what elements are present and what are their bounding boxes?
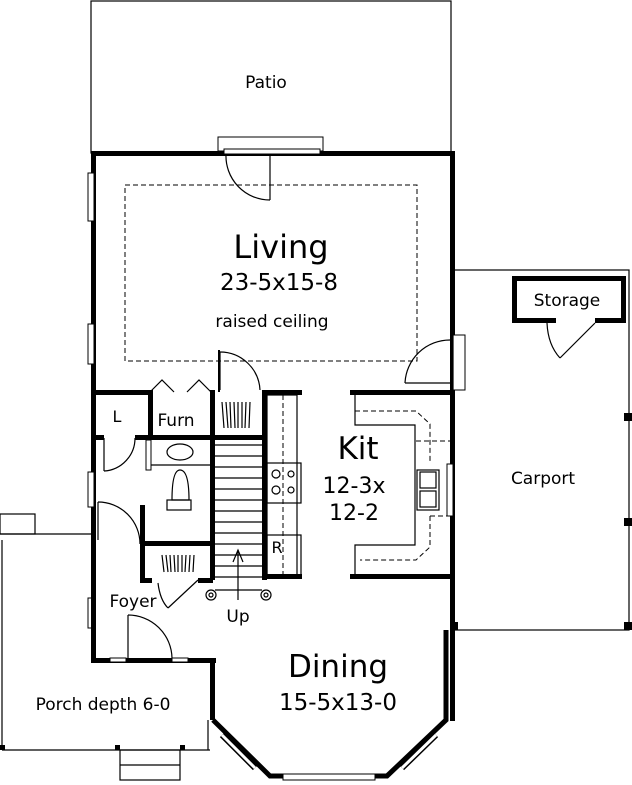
carport-door: [404, 334, 466, 391]
closet-door-lower: [157, 579, 199, 609]
dining-bay-walls: [211, 630, 449, 781]
refrigerator-label: R: [271, 538, 282, 557]
raised-ceiling-outline: [124, 184, 418, 362]
toilet-icon: [171, 469, 190, 501]
furnace-label: Furn: [157, 411, 194, 431]
kitchen-dimensions-2: 12-2: [329, 501, 379, 526]
living-label: Living: [233, 228, 328, 266]
hall-window: [87, 471, 95, 508]
refrigerator-icon: [266, 534, 302, 576]
carport-label: Carport: [511, 469, 575, 489]
storage-room: [512, 276, 626, 359]
living-window-2: [87, 323, 95, 365]
stair-hatch-top: [221, 401, 251, 429]
closet-bifold-doors: [149, 379, 212, 393]
kitchen-counters: [266, 394, 454, 576]
foyer-label: Foyer: [109, 592, 156, 612]
stairs-up-label: Up: [226, 607, 249, 627]
closet-hatch-bottom: [161, 554, 195, 573]
stair-door: [219, 351, 261, 391]
laundry-label: L: [113, 407, 122, 426]
sink-icon: [166, 443, 194, 461]
patio-label: Patio: [245, 73, 287, 93]
bath-door: [97, 501, 141, 545]
laundry-door: [103, 437, 136, 472]
dining-dimensions: 15-5x13-0: [279, 690, 397, 716]
porch-area: [0, 513, 210, 781]
storage-label: Storage: [534, 291, 601, 311]
porch-label: Porch depth 6-0: [36, 695, 171, 715]
carport-area: [450, 269, 632, 631]
living-window-1: [87, 172, 95, 222]
dining-label: Dining: [288, 649, 388, 685]
foyer-walls: [91, 540, 216, 720]
living-dimensions: 23-5x15-8: [220, 270, 338, 296]
living-note: raised ceiling: [215, 312, 328, 332]
kitchen-dimensions-1: 12-3x: [323, 474, 386, 499]
staircase: [205, 444, 272, 601]
range-icon: [266, 462, 302, 504]
patio-door: [217, 136, 324, 201]
bathroom-fixtures: [145, 439, 210, 511]
interior-walls: [91, 350, 455, 583]
kitchen-sink-icon: [416, 469, 440, 511]
kitchen-label: Kit: [337, 431, 378, 467]
